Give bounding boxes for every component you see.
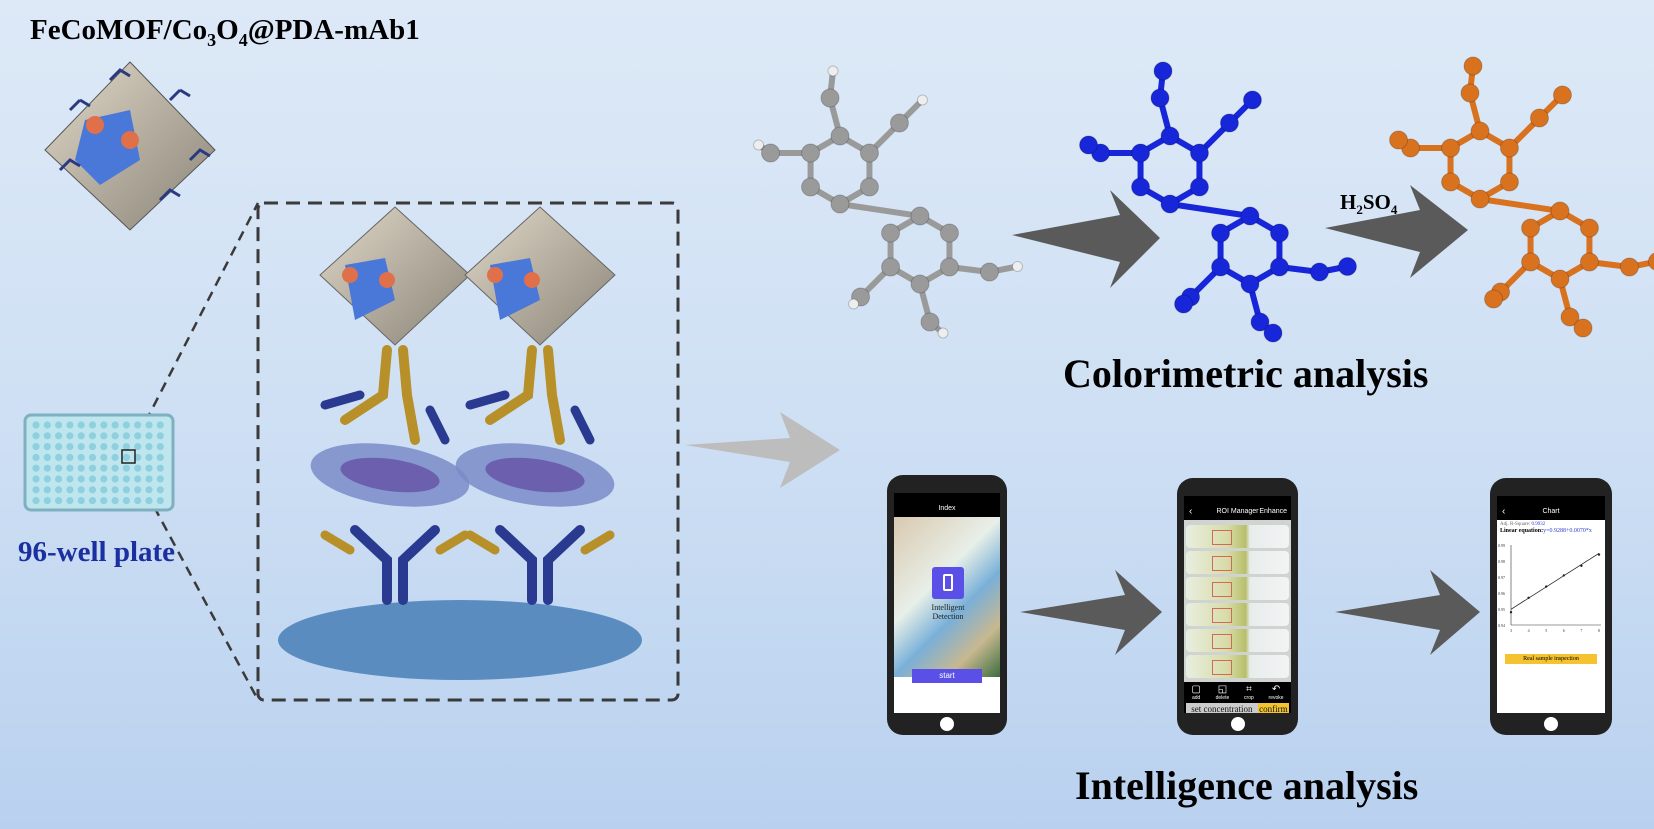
x-tick-label: 6 xyxy=(1563,628,1565,633)
real-sample-inspection-button[interactable]: Real sample inspection xyxy=(1505,654,1597,664)
colorimetric-label: Colorimetric analysis xyxy=(1063,351,1429,396)
composite-title: FeCoMOF/Co3O4@PDA-mAb1 xyxy=(30,14,420,50)
arrow-icon xyxy=(1335,570,1480,655)
crop-tool[interactable]: ⌗crop xyxy=(1244,684,1254,701)
mof-particle-icon xyxy=(44,61,216,231)
equation-value: y=0.9288+0.0070*x xyxy=(1543,528,1592,534)
roi-box[interactable] xyxy=(1212,608,1232,623)
plate-label: 96-well plate xyxy=(18,536,176,568)
data-point xyxy=(1580,564,1583,567)
vial xyxy=(1186,603,1289,626)
vial xyxy=(1186,655,1289,678)
x-tick-label: 4 xyxy=(1528,628,1530,633)
screen-title: ROI Manager xyxy=(1216,508,1259,515)
vial xyxy=(1186,525,1289,548)
set-concentration-button[interactable]: set concentration xyxy=(1186,703,1258,713)
y-tick-label: 0.96 xyxy=(1498,591,1505,596)
tmb-molecule-icon xyxy=(753,65,1023,339)
start-button[interactable]: start xyxy=(912,669,982,683)
fit-line xyxy=(1510,552,1600,610)
sandwich-assembly xyxy=(310,206,471,605)
x-tick-label: 3 xyxy=(1510,628,1512,633)
y-tick-label: 0.99 xyxy=(1498,543,1505,548)
zoom-box xyxy=(256,201,680,702)
enhance-button[interactable]: Enhance xyxy=(1259,508,1287,515)
phone-chart: ‹Chart Adj. R-Square: 0.9932 Linear equa… xyxy=(1490,478,1612,735)
x-tick-label: 8 xyxy=(1598,628,1600,633)
data-point xyxy=(1562,574,1565,577)
phone-index: Index Intelligent Detection start xyxy=(887,475,1007,735)
vial xyxy=(1186,577,1289,600)
y-tick-label: 0.94 xyxy=(1498,623,1505,628)
data-point xyxy=(1509,611,1513,614)
add-tool[interactable]: ▢add xyxy=(1191,684,1201,701)
y-tick-label: 0.97 xyxy=(1498,575,1505,580)
revoke-tool[interactable]: ↶revoke xyxy=(1268,684,1284,701)
x-tick-label: 7 xyxy=(1580,628,1582,633)
screen-title: Chart xyxy=(1542,508,1560,515)
arrow-icon xyxy=(1020,570,1162,655)
vial xyxy=(1186,629,1289,652)
phone-icon xyxy=(932,567,964,599)
vial xyxy=(1186,551,1289,574)
vials-image xyxy=(1184,520,1291,682)
data-point xyxy=(1545,585,1548,588)
y-tick-label: 0.95 xyxy=(1498,607,1505,612)
reagent-label: H2SO4 xyxy=(1340,190,1398,218)
arrow-icon xyxy=(1012,190,1160,288)
screen-title: Index xyxy=(938,505,956,512)
roi-box[interactable] xyxy=(1212,530,1232,545)
y-tick-label: 0.98 xyxy=(1498,559,1505,564)
r2-label: Adj. R-Square: xyxy=(1500,522,1531,527)
data-point xyxy=(1527,596,1530,599)
intelligence-label: Intelligence analysis xyxy=(1075,763,1419,808)
roi-box[interactable] xyxy=(1212,582,1232,597)
r2-value: 0.9932 xyxy=(1531,522,1546,527)
sandwich-assembly xyxy=(455,206,616,605)
well-plate-icon xyxy=(23,413,175,512)
equation-label: Linear equation: xyxy=(1500,528,1544,534)
oxtmb-molecule-icon xyxy=(1079,61,1357,343)
collage-image: Intelligent Detection xyxy=(894,517,1000,677)
confirm-button[interactable]: confirm xyxy=(1257,703,1289,713)
substrate-ellipse xyxy=(278,600,642,680)
data-point xyxy=(1597,553,1601,556)
x-tick-label: 5 xyxy=(1545,628,1547,633)
arrow-icon xyxy=(1325,185,1468,278)
intelligent-detection-label: Intelligent Detection xyxy=(931,603,965,621)
roi-box[interactable] xyxy=(1212,556,1232,571)
product-molecule-icon xyxy=(1389,56,1654,338)
roi-box[interactable] xyxy=(1212,634,1232,649)
arrow-icon xyxy=(685,412,840,488)
delete-tool[interactable]: ◱delete xyxy=(1215,684,1230,701)
calibration-chart: 0.94 0.95 0.96 0.97 0.98 0.99 3 4 5 6 7 8 xyxy=(1498,543,1601,633)
roi-box[interactable] xyxy=(1212,660,1232,675)
